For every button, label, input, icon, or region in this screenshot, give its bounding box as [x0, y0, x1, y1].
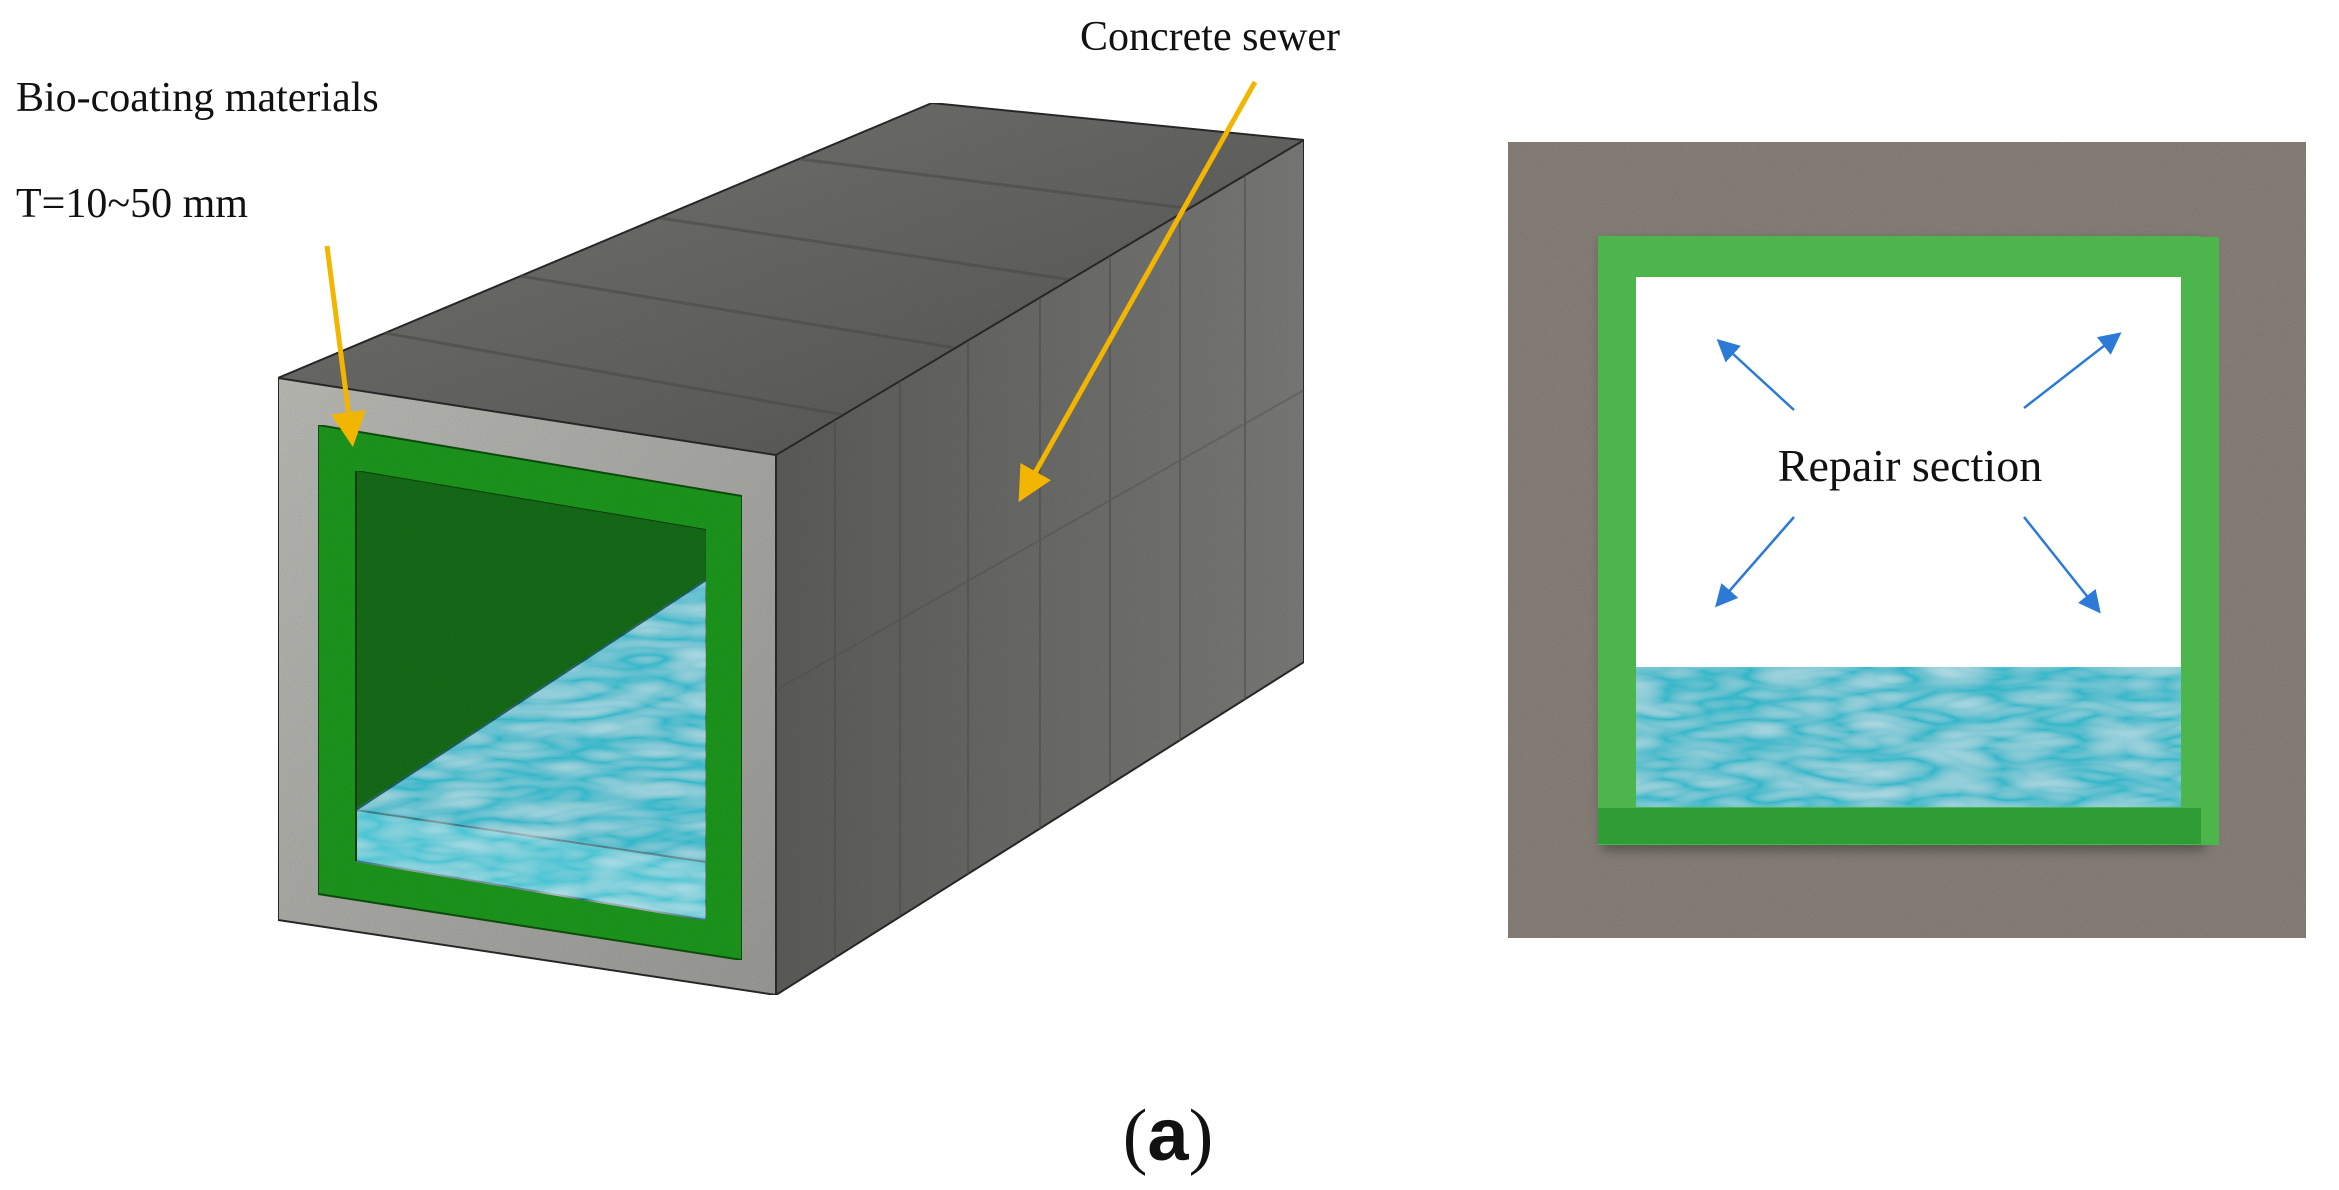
caption-close-paren: )	[1189, 1095, 1214, 1177]
repair-arrow-lower-right	[2023, 516, 2101, 614]
repair-arrow-lower-left	[1715, 516, 1795, 608]
top-slab-seams	[384, 157, 1201, 422]
repair-water-strip	[1636, 667, 2198, 810]
caption-letter: a	[1147, 1093, 1189, 1176]
thickness-label: T=10~50 mm	[16, 181, 248, 227]
caption-open-paren: (	[1123, 1095, 1148, 1177]
figure-caption: (a)	[1123, 1093, 1213, 1177]
sewer-box-3d	[274, 101, 1308, 997]
inner-back-wall	[356, 471, 706, 810]
side-formwork-lines	[775, 175, 1305, 958]
bio-coating-label: Bio-coating materials	[16, 75, 379, 121]
concrete-sewer-arrow	[1018, 80, 1258, 503]
repair-section-panel: Repair section	[1508, 142, 2306, 938]
bio-coating-arrow	[324, 245, 366, 447]
repair-section-label: Repair section	[1778, 440, 2042, 491]
repair-arrow-upper-right	[2023, 332, 2122, 409]
repair-arrow-upper-left	[1716, 338, 1795, 411]
concrete-sewer-label: Concrete sewer	[1080, 14, 1340, 60]
